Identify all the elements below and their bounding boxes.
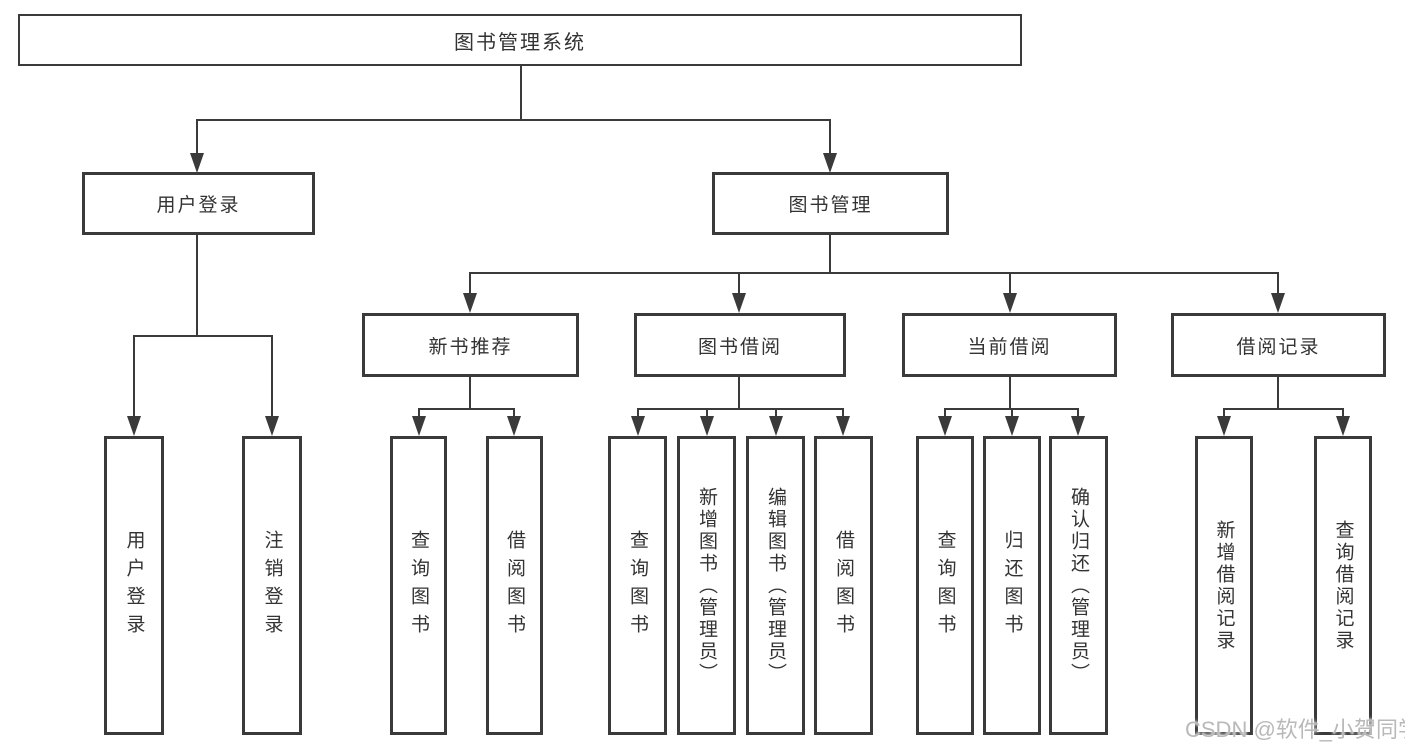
arrow-down-icon — [631, 416, 645, 436]
connector-line — [706, 408, 708, 418]
node-library-management-system: 图书管理系统 — [18, 14, 1022, 66]
arrow-down-icon — [1071, 416, 1085, 436]
node-query-books-recommend: 查询图书 — [390, 436, 447, 735]
node-label: 注销登录 — [261, 529, 283, 642]
arrow-down-icon — [769, 416, 783, 436]
node-label: 归还图书 — [1001, 529, 1023, 642]
node-borrowing-records: 借阅记录 — [1171, 313, 1386, 377]
connector-line — [738, 272, 740, 295]
connector-line — [196, 119, 198, 155]
connector-line — [469, 377, 471, 408]
connector-line — [1009, 272, 1011, 295]
connector-line — [469, 272, 471, 295]
node-borrow-books-leaf: 借阅图书 — [814, 436, 873, 735]
node-user-login-leaf: 用户登录 — [104, 436, 164, 735]
connector-line — [1009, 377, 1011, 408]
connector-line — [1277, 377, 1279, 408]
connector-line — [1342, 408, 1344, 418]
connector-line — [1011, 408, 1013, 418]
node-label: 查询图书 — [934, 529, 956, 642]
connector-line — [829, 235, 831, 272]
connector-line — [738, 377, 740, 408]
arrow-down-icon — [1005, 416, 1019, 436]
connector-line — [418, 408, 515, 410]
arrow-down-icon — [507, 416, 521, 436]
connector-line — [1077, 408, 1079, 418]
node-query-books-current: 查询图书 — [916, 436, 974, 735]
connector-line — [133, 335, 135, 418]
node-return-books: 归还图书 — [983, 436, 1041, 735]
arrow-down-icon — [938, 416, 952, 436]
arrow-down-icon — [463, 293, 477, 313]
connector-line — [1223, 408, 1343, 410]
node-book-borrowing: 图书借阅 — [634, 313, 846, 377]
node-label: 新增借阅记录 — [1213, 519, 1235, 652]
node-user-login: 用户登录 — [82, 172, 315, 235]
connector-line — [829, 119, 831, 155]
node-borrow-books-recommend: 借阅图书 — [486, 436, 543, 735]
node-label: 借阅图书 — [833, 529, 854, 642]
connector-line — [196, 119, 831, 121]
arrow-down-icon — [1271, 293, 1285, 313]
node-label: 查询借阅记录 — [1332, 519, 1354, 652]
arrow-down-icon — [127, 416, 141, 436]
node-query-borrow-record: 查询借阅记录 — [1314, 436, 1372, 735]
arrow-down-icon — [823, 153, 837, 173]
arrow-down-icon — [836, 416, 850, 436]
connector-line — [775, 408, 777, 418]
connector-line — [196, 235, 198, 335]
node-add-borrow-record: 新增借阅记录 — [1195, 436, 1253, 735]
node-logout-leaf: 注销登录 — [242, 436, 302, 735]
arrow-down-icon — [732, 293, 746, 313]
arrow-down-icon — [700, 416, 714, 436]
connector-line — [520, 66, 522, 119]
connector-line — [944, 408, 946, 418]
node-add-books-admin: 新增图书（管理员） — [677, 436, 736, 735]
node-label: 确认归还（管理员） — [1068, 486, 1089, 685]
node-query-books-borrow: 查询图书 — [608, 436, 667, 735]
node-label: 编辑图书（管理员） — [765, 486, 786, 685]
arrow-down-icon — [1217, 416, 1231, 436]
node-book-management: 图书管理 — [712, 172, 949, 235]
connector-line — [842, 408, 844, 418]
arrow-down-icon — [1336, 416, 1350, 436]
arrow-down-icon — [1003, 293, 1017, 313]
node-new-book-recommend: 新书推荐 — [362, 313, 579, 377]
connector-line — [133, 335, 272, 337]
node-current-borrowing: 当前借阅 — [902, 313, 1117, 377]
arrow-down-icon — [412, 416, 426, 436]
connector-line — [418, 408, 420, 418]
connector-line — [469, 272, 1279, 274]
arrow-down-icon — [190, 153, 204, 173]
node-confirm-return-admin: 确认归还（管理员） — [1049, 436, 1108, 735]
node-label: 查询图书 — [408, 529, 429, 642]
connector-line — [513, 408, 515, 418]
node-label: 新增图书（管理员） — [696, 486, 717, 685]
connector-line — [637, 408, 639, 418]
node-label: 查询图书 — [627, 529, 648, 642]
connector-line — [271, 335, 273, 418]
node-edit-books-admin: 编辑图书（管理员） — [746, 436, 805, 735]
node-label: 借阅图书 — [504, 529, 525, 642]
csdn-watermark: CSDN @软件_小贺同学 — [1185, 717, 1405, 742]
node-label: 用户登录 — [123, 529, 145, 642]
connector-line — [1223, 408, 1225, 418]
arrow-down-icon — [265, 416, 279, 436]
connector-line — [637, 408, 844, 410]
connector-line — [1277, 272, 1279, 295]
